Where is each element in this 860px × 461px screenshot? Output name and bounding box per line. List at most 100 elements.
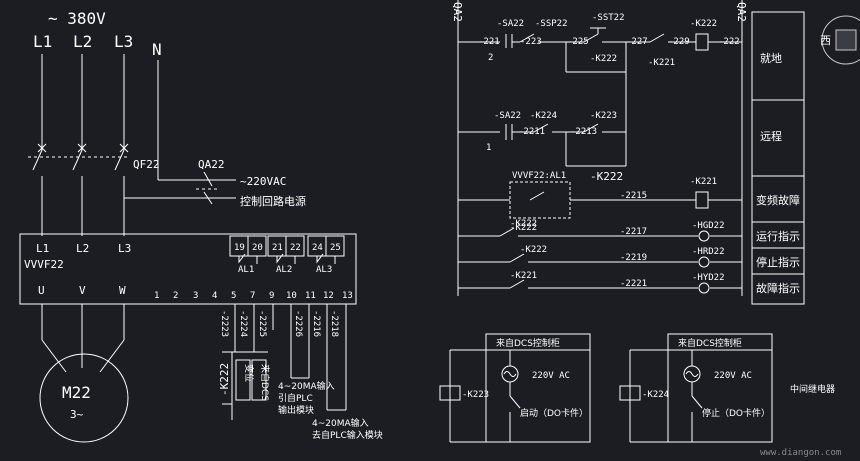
control-wires: [222, 304, 347, 420]
ctrl-term-10: 10: [286, 291, 297, 301]
ctrl-term-12: 12: [323, 291, 334, 301]
relay-term-21: 21: [272, 243, 283, 253]
vvvf22-al1: VVVF22:AL1: [512, 171, 566, 181]
sst22-label: -SST22: [592, 13, 625, 23]
hyd22-label: -HYD22: [692, 273, 725, 283]
k224-label: -K224: [530, 111, 557, 121]
relay-name-al3: AL3: [316, 265, 332, 275]
switch-pos-2: 2: [488, 53, 493, 63]
wire-2223: -2223: [219, 310, 229, 337]
bottom-relay-k222: -K222: [218, 363, 231, 396]
ctrl-term-2: 2: [173, 291, 178, 301]
vfd-out-v: V: [79, 284, 86, 297]
node-221: -221: [478, 37, 500, 47]
ctrl-term-11: 11: [305, 291, 316, 301]
k222-coil-label: -K222: [690, 19, 717, 29]
ladder-row-3: [458, 181, 742, 219]
vfd-in-l3: L3: [118, 242, 131, 255]
dcs-left-title: 来自DCS控制柜: [496, 337, 560, 349]
phase-l1-label: L1: [33, 32, 52, 51]
ladder-lamp-rows: [458, 227, 742, 294]
hrd22-label: -HRD22: [692, 247, 725, 257]
ctrl-term-7: 7: [250, 291, 255, 301]
ctrl-term-9: 9: [269, 291, 274, 301]
relay-term-19: 19: [234, 243, 245, 253]
legend-remote: 远程: [760, 130, 782, 143]
wire-2226: -2226: [293, 310, 303, 337]
ctrl-term-13: 13: [342, 291, 353, 301]
node-227: -227: [626, 37, 648, 47]
k222-row2: -K222: [590, 170, 623, 183]
wire-2216: -2216: [311, 310, 321, 337]
ctrl-term-5: 5: [231, 291, 236, 301]
node-2221: -2221: [620, 279, 647, 289]
node-2215: -2215: [620, 191, 647, 201]
vfd-out-w: W: [119, 284, 126, 297]
control-voltage-label: ~220VAC: [240, 175, 286, 188]
relay-term-25: 25: [330, 243, 341, 253]
qa-left-label: QA2: [451, 2, 464, 22]
neutral-label: N: [152, 40, 162, 59]
node-2211: -2211: [518, 127, 545, 137]
node-223: -223: [520, 37, 542, 47]
motor-wires: [41, 304, 125, 373]
breaker-label: QF22: [133, 158, 160, 171]
ladder-row-2: [458, 72, 627, 167]
motor-phase: 3~: [70, 408, 84, 421]
legend-run: 运行指示: [756, 229, 800, 243]
node-222: -222: [718, 37, 740, 47]
legend-vfd-fault: 变频故障: [756, 193, 800, 207]
voltage-label: ~ 380V: [48, 9, 106, 28]
legend-local: 就地: [760, 51, 782, 65]
ctrl-term-1: 1: [154, 291, 159, 301]
wire-2224: -2224: [238, 310, 248, 337]
legend-stop: 停止指示: [756, 255, 800, 269]
k221-coil-label: -K221: [690, 177, 717, 187]
node-225: -225: [567, 37, 589, 47]
viewcube-west: 西: [820, 34, 831, 47]
viewcube-widget[interactable]: 西: [820, 15, 860, 65]
sa22-row2: -SA22: [494, 111, 521, 121]
relay-term-22: 22: [290, 243, 301, 253]
node-229: -229: [668, 37, 690, 47]
vfd-in-l2: L2: [76, 242, 89, 255]
legend-fault: 故障指示: [756, 281, 800, 295]
motor-name: M22: [62, 383, 91, 402]
control-supply-label: 控制回路电源: [240, 194, 306, 208]
note-output-module: 输出模块: [278, 404, 314, 416]
relay-term-24: 24: [312, 243, 323, 253]
wire-2218: -2218: [329, 310, 339, 337]
phase-l2-label: L2: [73, 32, 92, 51]
qa-right-label: QA2: [735, 2, 748, 22]
k222-row3: -K222: [510, 223, 537, 233]
motor-circle: [39, 353, 129, 443]
k222-hold-contact: -K222: [590, 54, 617, 64]
watermark: www.diangon.com: [760, 448, 841, 458]
dcs-left-label: 启动（DO卡件）: [520, 407, 588, 419]
switch-pos-1: 1: [486, 143, 491, 153]
relay-term-20: 20: [252, 243, 263, 253]
relay-name-al2: AL2: [276, 265, 292, 275]
k223-label: -K223: [590, 111, 617, 121]
wire-2225: -2225: [257, 310, 267, 337]
box-from-dcs: 来自DCS: [259, 364, 271, 401]
node-2213: -2213: [570, 127, 597, 137]
ctrl-term-4: 4: [212, 291, 217, 301]
hgd22-label: -HGD22: [692, 221, 725, 231]
note-420ma-in: 4~20MA输入: [278, 380, 335, 392]
sa22-row1: -SA22: [497, 19, 524, 29]
note-from-plc: 引自PLC: [278, 392, 313, 404]
vfd-name: VVVF22: [24, 258, 64, 271]
box-bianwei: 变位: [243, 364, 255, 382]
k222-row5: -K222: [520, 245, 547, 255]
relay-terminal-boxes: [229, 235, 345, 264]
node-2217: -2217: [620, 227, 647, 237]
vfd-block: [19, 233, 357, 305]
dcs-left: [439, 333, 591, 443]
ladder-row-1: [458, 27, 742, 73]
k222-row4: -K222: [510, 219, 537, 229]
dcs-right: [619, 333, 773, 443]
isolator-label: QA22: [198, 158, 225, 171]
phase-lines: [28, 54, 236, 236]
vfd-in-l1: L1: [36, 242, 49, 255]
